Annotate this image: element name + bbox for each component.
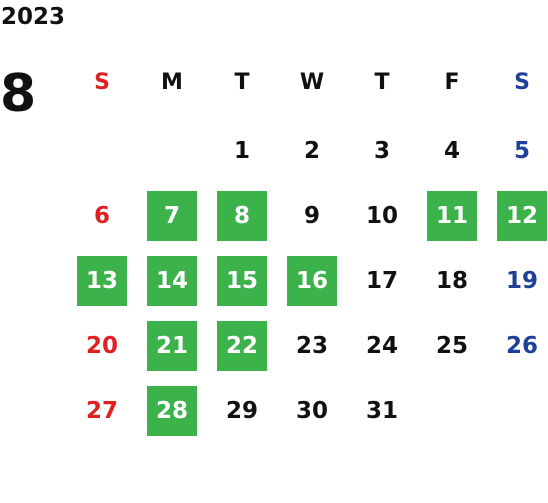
day-cell-9[interactable]: 9 <box>303 203 320 229</box>
day-cell-21[interactable]: 21 <box>147 321 197 371</box>
calendar-year: 2023 <box>1 4 66 30</box>
day-cell-3[interactable]: 3 <box>373 138 390 164</box>
weekday-header-5: F <box>444 69 460 95</box>
day-cell-15[interactable]: 15 <box>217 256 267 306</box>
day-cell-2[interactable]: 2 <box>303 138 320 164</box>
day-cell-30[interactable]: 30 <box>295 398 328 424</box>
weekday-header-4: T <box>374 69 390 95</box>
day-cell-26[interactable]: 26 <box>505 333 538 359</box>
day-cell-4[interactable]: 4 <box>443 138 460 164</box>
day-cell-8[interactable]: 8 <box>217 191 267 241</box>
day-cell-22[interactable]: 22 <box>217 321 267 371</box>
day-cell-27[interactable]: 27 <box>85 398 118 424</box>
day-cell-16[interactable]: 16 <box>287 256 337 306</box>
day-cell-6[interactable]: 6 <box>93 203 110 229</box>
day-cell-1[interactable]: 1 <box>233 138 250 164</box>
day-cell-20[interactable]: 20 <box>85 333 118 359</box>
day-cell-19[interactable]: 19 <box>505 268 538 294</box>
day-cell-18[interactable]: 18 <box>435 268 468 294</box>
weekday-header-0: S <box>94 69 110 95</box>
day-cell-29[interactable]: 29 <box>225 398 258 424</box>
day-cell-31[interactable]: 31 <box>365 398 398 424</box>
day-cell-7[interactable]: 7 <box>147 191 197 241</box>
day-cell-14[interactable]: 14 <box>147 256 197 306</box>
weekday-header-2: T <box>234 69 250 95</box>
day-cell-17[interactable]: 17 <box>365 268 398 294</box>
day-cell-25[interactable]: 25 <box>435 333 468 359</box>
day-cell-5[interactable]: 5 <box>513 138 530 164</box>
calendar-month: 8 <box>0 64 37 124</box>
day-cell-10[interactable]: 10 <box>365 203 398 229</box>
weekday-header-3: W <box>299 69 325 95</box>
day-cell-24[interactable]: 24 <box>365 333 398 359</box>
day-cell-23[interactable]: 23 <box>295 333 328 359</box>
day-cell-12[interactable]: 12 <box>497 191 547 241</box>
day-cell-28[interactable]: 28 <box>147 386 197 436</box>
day-cell-13[interactable]: 13 <box>77 256 127 306</box>
weekday-header-6: S <box>514 69 530 95</box>
weekday-header-1: M <box>161 69 183 95</box>
day-cell-11[interactable]: 11 <box>427 191 477 241</box>
